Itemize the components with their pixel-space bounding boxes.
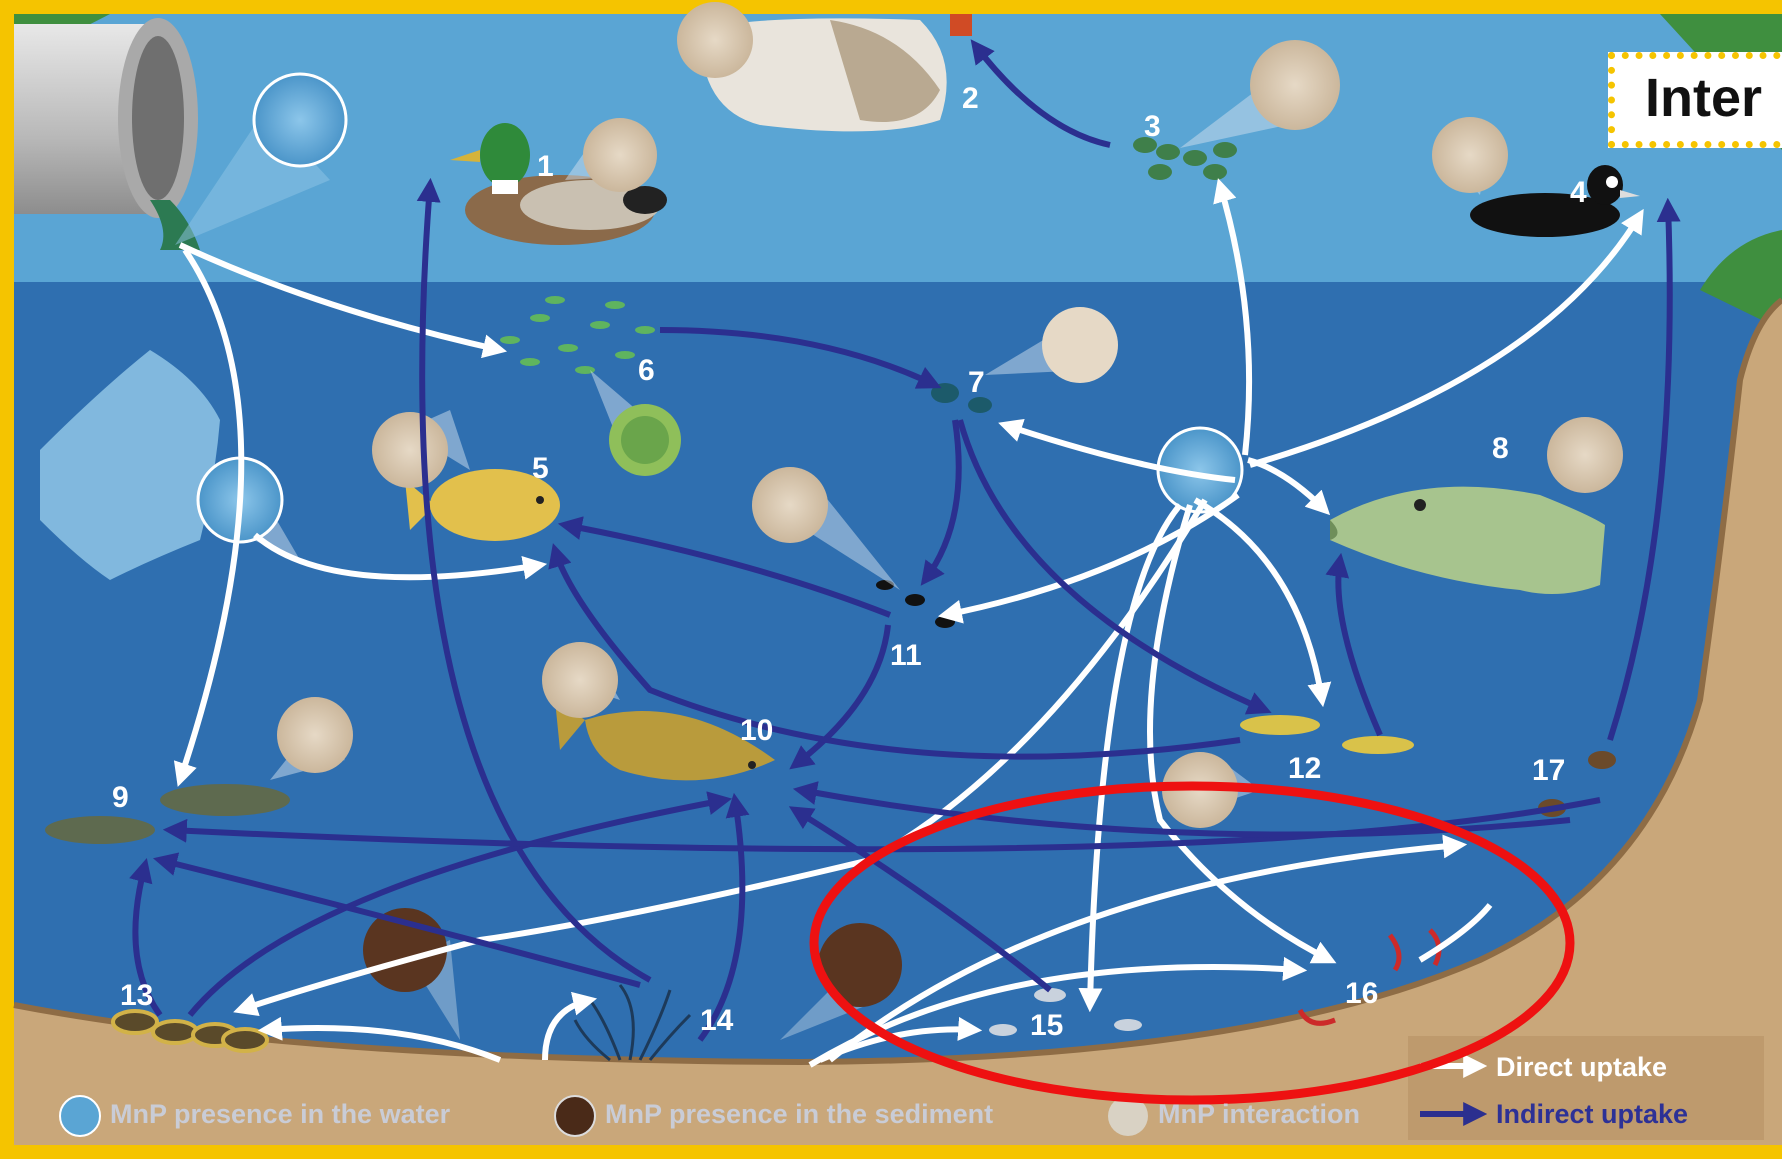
label-3: 3 [1144,110,1161,143]
legend-water: MnP presence in the water [110,1099,450,1130]
legend-indirect-uptake: Indirect uptake [1496,1099,1688,1130]
sediment-presence-icon [555,1096,595,1136]
label-2: 2 [962,82,979,115]
label-13: 13 [120,979,153,1012]
legend-sediment: MnP presence in the sediment [605,1099,993,1130]
water-presence-icon [60,1096,100,1136]
label-8: 8 [1492,432,1509,465]
label-5: 5 [532,452,549,485]
label-12: 12 [1288,752,1321,785]
legend-interaction: MnP interaction [1158,1099,1360,1130]
label-6: 6 [638,354,655,387]
title-banner-text: Inter [1645,67,1762,129]
label-16: 16 [1345,977,1378,1010]
label-10: 10 [740,714,773,747]
label-11: 11 [890,639,922,672]
label-14: 14 [700,1004,734,1037]
label-15: 15 [1030,1009,1063,1042]
label-1: 1 [537,150,554,183]
title-banner: Inter [1608,52,1782,148]
label-4: 4 [1570,176,1587,209]
legend-direct-uptake: Direct uptake [1496,1052,1667,1083]
label-9: 9 [112,781,129,814]
label-7: 7 [968,366,985,399]
label-17: 17 [1532,754,1565,787]
